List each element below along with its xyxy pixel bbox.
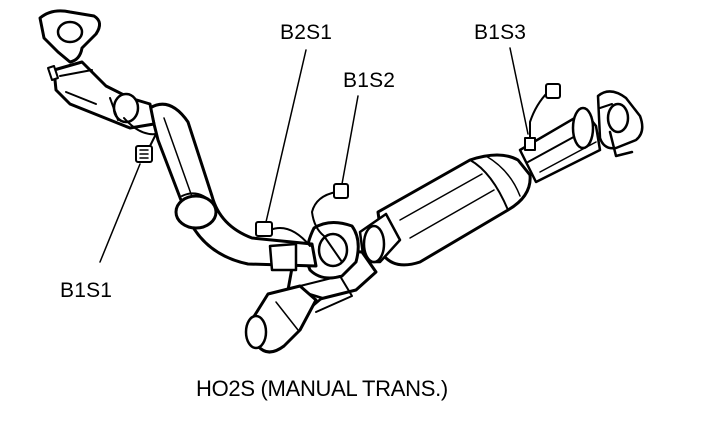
leader-b2s1 <box>265 49 307 223</box>
catalytic-converter <box>358 153 532 267</box>
leader-b1s3 <box>509 47 529 135</box>
lower-front-pipe <box>244 275 353 354</box>
crossover-pipe <box>148 102 318 272</box>
label-b2s1: B2S1 <box>280 21 333 44</box>
sensor-b1s2 <box>311 183 349 237</box>
sensor-b1s1 <box>123 117 157 163</box>
leader-lines <box>99 47 529 263</box>
label-b1s1: B1S1 <box>60 279 113 302</box>
sensor-b2s1 <box>255 221 311 247</box>
leader-b1s1 <box>99 163 141 263</box>
tail-pipe <box>518 106 602 184</box>
rear-flange <box>596 90 644 158</box>
diagram-caption: HO2S (MANUAL TRANS.) <box>196 376 448 401</box>
sensor-b1s3 <box>524 83 561 151</box>
front-manifold-pipe <box>38 9 156 130</box>
leader-b1s2 <box>341 95 359 185</box>
label-b1s3: B1S3 <box>474 21 527 44</box>
label-b1s2: B1S2 <box>343 69 396 92</box>
